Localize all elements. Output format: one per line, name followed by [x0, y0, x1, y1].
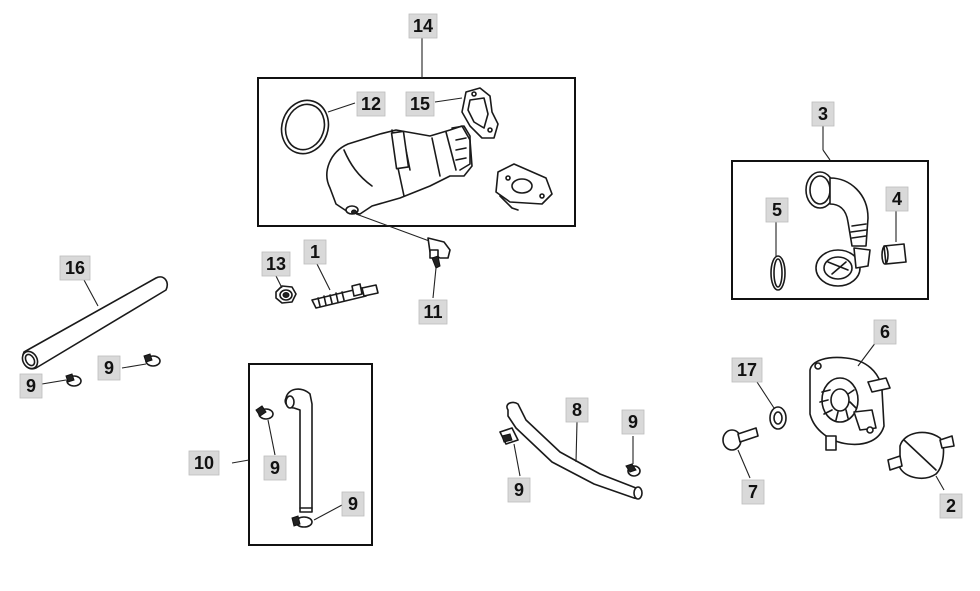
part-15-gasket — [461, 87, 499, 139]
part-9-clamp-e — [499, 427, 519, 445]
callout-9-d: 9 — [341, 491, 365, 517]
callout-8: 8 — [565, 397, 589, 423]
callout-12: 12 — [356, 91, 386, 117]
callout-4: 4 — [885, 186, 909, 212]
part-1-stud — [311, 283, 379, 309]
group-frame-3 — [731, 160, 929, 300]
part-13-nut — [275, 285, 297, 304]
svg-text:16: 16 — [65, 258, 85, 278]
svg-text:2: 2 — [946, 496, 956, 516]
part-11-bleed-screw — [355, 213, 451, 269]
part-8-hose — [506, 401, 643, 500]
svg-text:1: 1 — [310, 242, 320, 262]
part-10-hose — [284, 388, 313, 513]
svg-text:3: 3 — [818, 104, 828, 124]
callout-10: 10 — [188, 450, 220, 476]
part-4-thermostat — [881, 243, 907, 265]
part-12-seal — [280, 99, 330, 155]
part-9-clamp-f — [625, 463, 641, 477]
svg-text:14: 14 — [413, 16, 433, 36]
svg-text:12: 12 — [361, 94, 381, 114]
callout-16: 16 — [59, 255, 91, 281]
svg-text:11: 11 — [423, 302, 442, 322]
part-14-small-gasket — [495, 163, 553, 211]
svg-text:6: 6 — [880, 322, 890, 342]
svg-text:15: 15 — [410, 94, 430, 114]
callout-6: 6 — [873, 319, 897, 345]
callout-7: 7 — [741, 479, 765, 505]
part-17-washer — [769, 406, 787, 430]
part-3-thermostat-housing — [805, 171, 871, 287]
part-16-pipe — [21, 276, 169, 370]
part-7-plug — [722, 427, 759, 451]
svg-text:9: 9 — [348, 494, 358, 514]
callout-13: 13 — [261, 251, 291, 277]
callout-9-c: 9 — [263, 455, 287, 481]
svg-text:9: 9 — [104, 358, 114, 378]
callout-11: 11 — [418, 299, 448, 325]
callout-9-e: 9 — [621, 409, 645, 435]
part-6-water-pump — [809, 356, 891, 451]
callout-2: 2 — [939, 493, 963, 519]
callout-9-f: 9 — [507, 477, 531, 503]
svg-text:9: 9 — [270, 458, 280, 478]
callout-17: 17 — [731, 357, 763, 383]
callout-9-b: 9 — [97, 355, 121, 381]
callout-1: 1 — [303, 239, 327, 265]
svg-text:4: 4 — [892, 189, 902, 209]
svg-text:8: 8 — [572, 400, 582, 420]
part-9-clamp-b — [143, 353, 161, 367]
part-9-clamp-d — [291, 515, 313, 528]
part-2-valve — [887, 431, 955, 480]
svg-text:9: 9 — [26, 376, 36, 396]
svg-text:7: 7 — [748, 482, 758, 502]
svg-text:9: 9 — [628, 412, 638, 432]
callout-9-a: 9 — [19, 373, 43, 399]
callout-14: 14 — [408, 13, 438, 39]
svg-text:5: 5 — [772, 200, 782, 220]
leader-lines — [41, 38, 945, 521]
group-frame-10 — [248, 363, 373, 546]
part-5-o-ring — [770, 255, 786, 291]
svg-text:17: 17 — [737, 360, 757, 380]
part-9-clamp-c — [255, 405, 274, 420]
svg-text:10: 10 — [194, 453, 214, 473]
svg-text:9: 9 — [514, 480, 524, 500]
callout-3: 3 — [811, 101, 835, 127]
part-9-clamp-a — [65, 373, 82, 387]
callout-5: 5 — [765, 197, 789, 223]
callout-15: 15 — [405, 91, 435, 117]
part-14-housing — [326, 125, 473, 215]
group-frame-14 — [257, 77, 576, 227]
svg-text:13: 13 — [266, 254, 286, 274]
